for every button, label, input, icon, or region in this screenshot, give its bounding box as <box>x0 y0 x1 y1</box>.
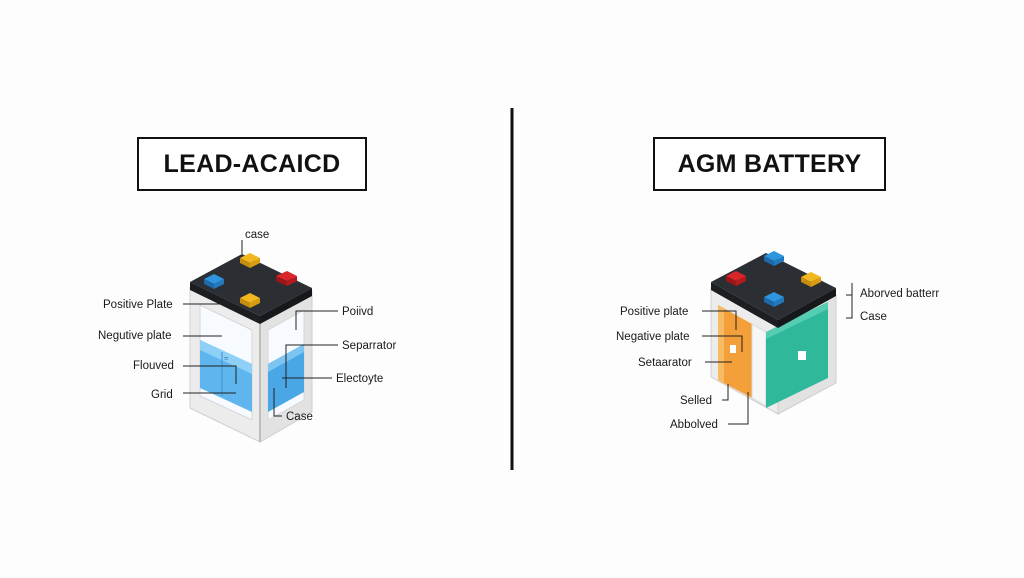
lead-acid-terminals <box>204 253 297 308</box>
agm-leader-lines <box>702 283 853 425</box>
label-separator-right: Setaarator <box>638 357 692 369</box>
label-poiivd: Poiivd <box>342 306 374 318</box>
agm-battery-illustration <box>710 251 837 415</box>
label-separator-left: Separrator <box>342 340 397 352</box>
agm-lid <box>711 253 836 320</box>
lead-acid-leader-lines <box>183 240 338 417</box>
label-case-bottom-left: Case <box>286 411 313 423</box>
label-negative-plate-left: Negutive plate <box>98 330 172 342</box>
label-negative-plate-right: Negative plate <box>616 331 690 343</box>
svg-text:≈: ≈ <box>224 354 229 363</box>
label-flouved: Flouved <box>133 360 174 372</box>
label-case-top: case <box>245 229 270 241</box>
agm-glass-mat <box>751 323 767 407</box>
label-case-right: Case <box>860 311 887 323</box>
lead-acid-title: LEAD-ACAICD <box>137 137 367 191</box>
label-positive-plate-left: Positive Plate <box>103 299 173 311</box>
label-abbolved: Abbolved <box>670 419 718 431</box>
label-aborved-battery: Aborved batterr <box>860 288 940 300</box>
label-electrolyte: Electoyte <box>336 373 384 385</box>
lead-acid-lid <box>190 254 312 316</box>
lead-acid-battery-illustration: ≈ <box>188 253 314 443</box>
agm-terminals <box>726 251 821 307</box>
label-selled: Selled <box>680 395 712 407</box>
label-positive-plate-right: Positive plate <box>620 306 689 318</box>
agm-battery-title: AGM BATTERY <box>653 137 886 191</box>
label-grid: Grid <box>151 389 173 401</box>
